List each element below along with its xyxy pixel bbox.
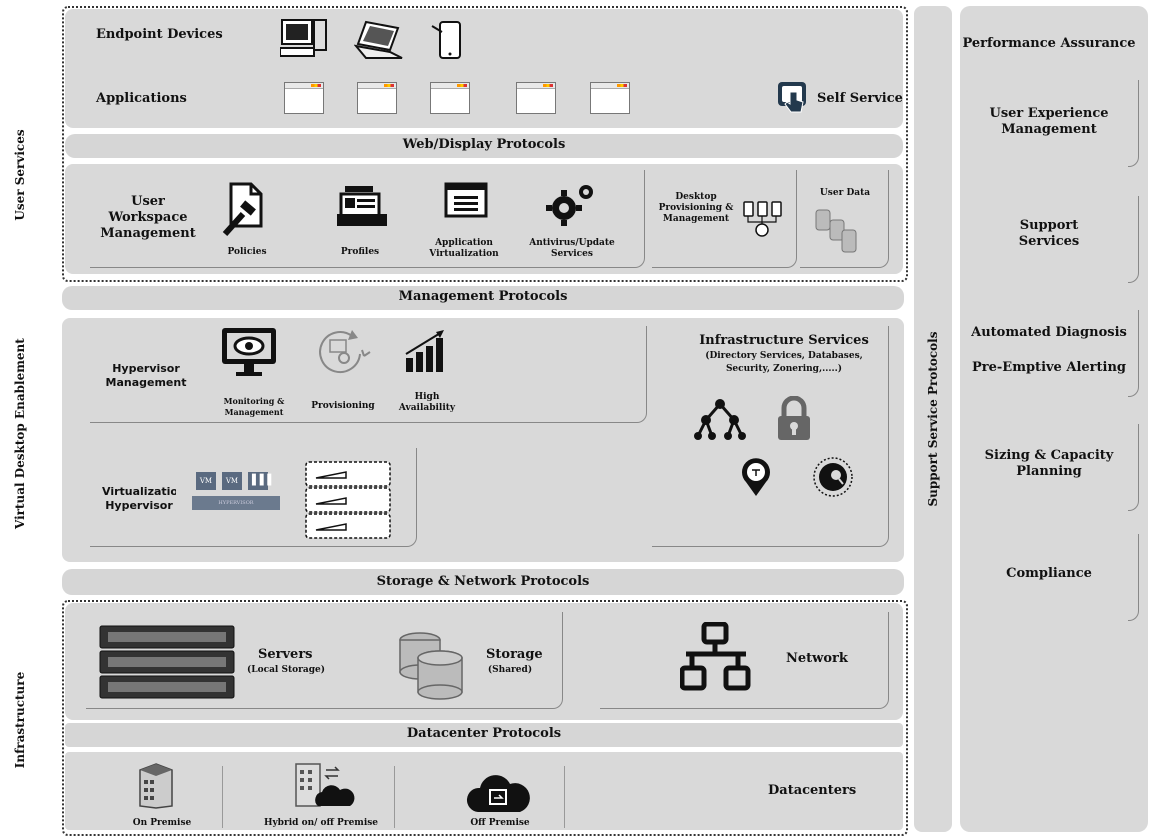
self-service-touch-icon (776, 80, 810, 118)
endpoint-apps-panel (65, 9, 903, 128)
hybrid-premise-label: Hybrid on/ off Premise (263, 818, 379, 828)
datacenter-divider (222, 766, 223, 828)
performance-assurance-panel (960, 6, 1148, 832)
user-workspace-panel (65, 164, 903, 274)
high-availability-chart-icon (402, 328, 450, 380)
storage-database-icon (396, 630, 468, 704)
hypervisor-bar: HYPERVISOR (192, 496, 280, 510)
pre-emptive-alerting-label: Pre-Emptive Alerting (972, 360, 1126, 375)
provisioning-cycle-icon (312, 326, 372, 386)
performance-assurance-title: Performance Assurance (962, 36, 1136, 51)
applications-label: Applications (96, 91, 187, 106)
desktop-prov-subpanel-outline (652, 170, 797, 268)
profiles-icon (335, 182, 391, 236)
infrastructure-services-label: Infrastructure Services (699, 333, 869, 348)
side-label-infrastructure: Infrastructure (13, 671, 27, 769)
policies-icon (221, 180, 267, 242)
support-service-protocols-bar (914, 6, 952, 832)
antivirus-update-label: Antivirus/Update Services (529, 238, 615, 259)
network-topology-icon (679, 621, 752, 698)
virt-hypervisor-outline (90, 448, 417, 547)
application-window-icon (430, 82, 470, 114)
right-card-outline (1128, 80, 1139, 167)
uwm-subpanel-outline (90, 170, 645, 268)
side-label-user-services: User Services (13, 129, 27, 221)
infra-services-outline (652, 326, 889, 547)
servers-label: Servers (258, 647, 313, 662)
user-data-label: User Data (819, 188, 871, 198)
hierarchy-tree-icon (694, 398, 746, 446)
datacenters-label: Datacenters (768, 783, 857, 798)
self-service-label: Self Service (817, 91, 903, 106)
on-premise-building-icon (136, 762, 176, 814)
endpoint-devices-label: Endpoint Devices (96, 27, 223, 42)
provisioning-label: Provisioning (311, 401, 375, 411)
side-label-virtual-desktop-enablement: Virtual Desktop Enablement (13, 338, 27, 529)
infrastructure-services-sub: (Directory Services, Databases, Security… (705, 351, 863, 374)
right-card-outline (1128, 310, 1139, 397)
database-stack-icon (812, 208, 862, 260)
location-pin-icon (738, 456, 774, 502)
hybrid-building-cloud-icon (292, 760, 358, 816)
server-stack-icon (304, 460, 396, 548)
on-premise-label: On Premise (132, 818, 192, 828)
lock-icon (774, 395, 814, 446)
application-window-icon (590, 82, 630, 114)
gears-icon (542, 180, 602, 232)
application-window-icon (357, 82, 397, 114)
web-display-protocols-bar: Web/Display Protocols (65, 134, 903, 158)
application-virtualization-icon (444, 182, 490, 226)
globe-search-icon (810, 454, 856, 504)
network-outline (600, 612, 889, 709)
desktop-provisioning-label: Desktop Provisioning & Management (658, 192, 734, 224)
vm-bars-box: ▐▐▐ (248, 472, 271, 490)
application-window-icon (516, 82, 556, 114)
vm-box: VM (196, 472, 216, 490)
right-card-outline (1128, 534, 1139, 621)
virtualization-hypervisor-label: Virtualization Hypervisor (102, 485, 176, 512)
sizing-capacity-planning-label: Sizing & Capacity Planning (984, 448, 1114, 479)
hypervisor-mgmt-outline (90, 326, 647, 423)
automated-diagnosis-label: Automated Diagnosis (971, 325, 1127, 340)
hypervisor-management-label: Hypervisor Management (105, 362, 187, 389)
compliance-label: Compliance (1006, 566, 1092, 581)
off-premise-label: Off Premise (470, 818, 530, 828)
user-experience-management-label: User Experience Management (989, 106, 1109, 137)
monitoring-management-label: Monitoring & Management (223, 396, 285, 417)
datacenter-divider (394, 766, 395, 828)
cloud-icon (466, 770, 532, 818)
laptop-icon (353, 18, 406, 66)
profiles-label: Profiles (340, 247, 380, 257)
storage-sub-label: (Shared) (487, 665, 533, 675)
virtual-desktop-panel (62, 318, 904, 562)
vm-hypervisor-graphic: VM VM ▐▐▐ HYPERVISOR (192, 472, 282, 512)
tablet-icon (430, 18, 464, 66)
user-data-subpanel-outline (800, 170, 889, 268)
storage-network-protocols-bar: Storage & Network Protocols (62, 569, 904, 595)
servers-storage-outline (86, 612, 563, 709)
monitoring-screen-icon (220, 326, 280, 386)
rack-servers-icon (98, 624, 236, 708)
application-window-icon (284, 82, 324, 114)
datacenter-protocols-bar: Datacenter Protocols (65, 723, 903, 747)
datacenter-divider (564, 766, 565, 828)
network-label: Network (786, 651, 848, 666)
right-card-outline (1128, 196, 1139, 283)
management-protocols-bar: Management Protocols (62, 286, 904, 310)
servers-sub-label: (Local Storage) (247, 665, 325, 675)
vm-box: VM (222, 472, 242, 490)
storage-label: Storage (486, 647, 543, 662)
high-availability-label: High Availability (398, 392, 456, 413)
desktop-provisioning-icon (740, 198, 786, 242)
right-card-outline (1128, 424, 1139, 511)
desktop-computer-icon (279, 18, 330, 64)
user-workspace-management-label: User Workspace Management (100, 194, 196, 241)
policies-label: Policies (227, 247, 267, 257)
application-virtualization-label: Application Virtualization (429, 238, 499, 259)
support-service-protocols-label: Support Service Protocols (926, 331, 940, 507)
support-services-label: Support Services (1018, 218, 1080, 249)
